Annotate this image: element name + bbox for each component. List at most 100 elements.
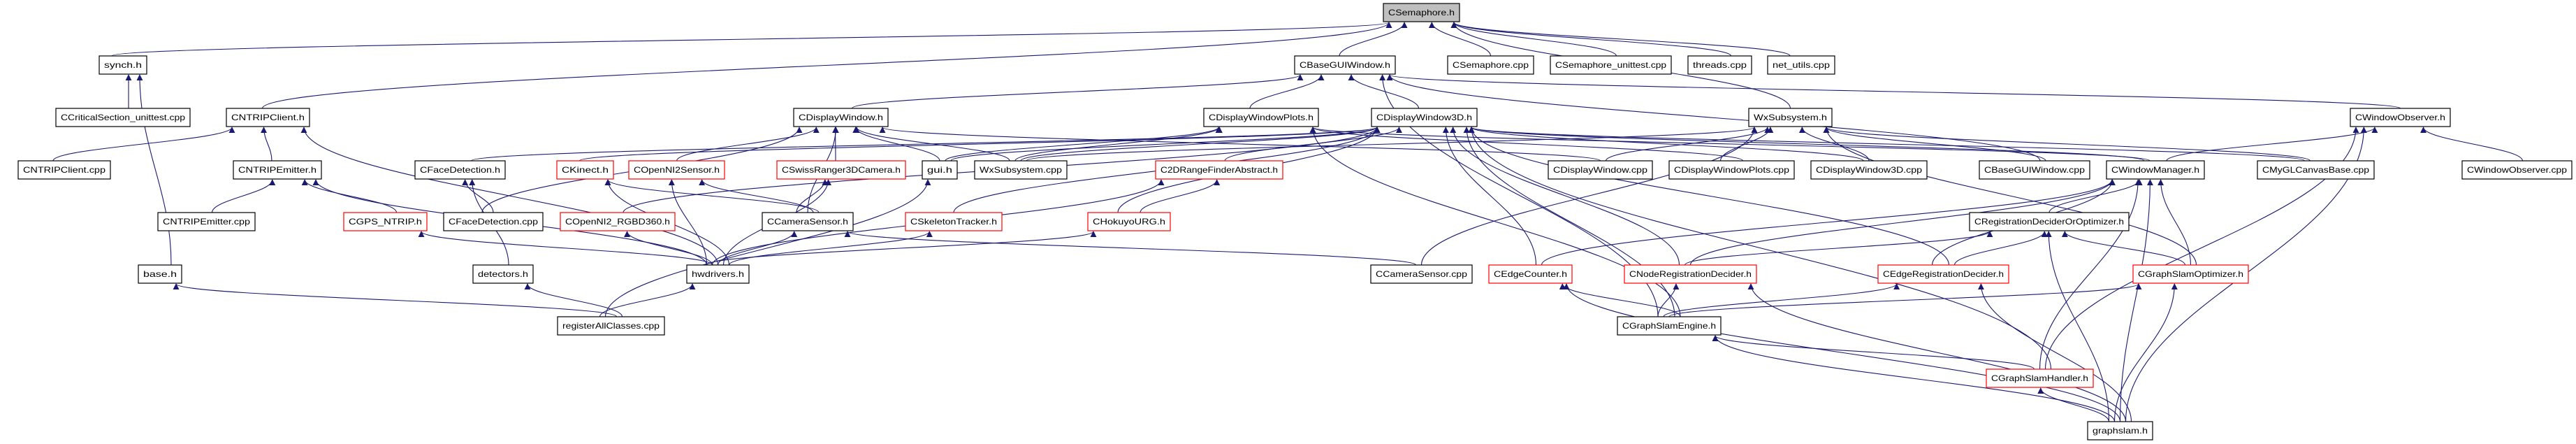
- node-box: [560, 212, 676, 231]
- node-box: [793, 108, 889, 127]
- node-ccriticalsection-unittest-cpp[interactable]: CCriticalSection_unittest.cpp: [55, 108, 191, 127]
- node-label: CFaceDetection.h: [420, 165, 500, 175]
- edge-cwindowmanager_h-to-cwindowobserver_h: [2166, 127, 2378, 162]
- node-cfacedetection-cpp[interactable]: CFaceDetection.cpp: [443, 212, 544, 231]
- node-box: [1687, 55, 1752, 75]
- node-cdisplaywindow3d-h[interactable]: CDisplayWindow3D.h: [1371, 108, 1478, 127]
- edge-hwdrivers_h-to-cgps_ntrip_h: [418, 231, 713, 266]
- node-cntripclient-h[interactable]: CNTRIPClient.h: [226, 108, 310, 127]
- node-copenni2sensor-h[interactable]: COpenNI2Sensor.h: [628, 160, 725, 180]
- node-wxsubsystem-cpp[interactable]: WxSubsystem.cpp: [974, 160, 1068, 180]
- node-label: threads.cpp: [1693, 60, 1747, 70]
- node-threads-cpp[interactable]: threads.cpp: [1687, 55, 1752, 75]
- node-box: [556, 160, 614, 180]
- edge-csemaphore_cpp-to-csemaphore_h: [1428, 22, 1492, 57]
- node-cwindowmanager-h[interactable]: CWindowManager.h: [2106, 160, 2205, 180]
- edge-hwdrivers_h-to-cskeletontracker_h: [728, 231, 933, 266]
- node-box: [1087, 212, 1171, 231]
- edge-chokuyourg_h-to-c2drangefinderabstract_h: [1140, 179, 1221, 213]
- node-cdisplaywindow3d-cpp[interactable]: CDisplayWindow3D.cpp: [1810, 160, 1928, 180]
- node-cgps-ntrip-h[interactable]: CGPS_NTRIP.h: [343, 212, 428, 231]
- node-box: [1548, 160, 1653, 180]
- node-graphslam-h[interactable]: graphslam.h: [2087, 421, 2153, 441]
- node-cdisplaywindowplots-cpp[interactable]: CDisplayWindowPlots.cpp: [1668, 160, 1795, 180]
- node-cbaseguiwindow-h[interactable]: CBaseGUIWindow.h: [1294, 55, 1396, 75]
- node-cnoderegistrationdecider-h[interactable]: CNodeRegistrationDecider.h: [1624, 264, 1757, 284]
- node-cdisplaywindowplots-h[interactable]: CDisplayWindowPlots.h: [1203, 108, 1319, 127]
- node-cedgeregistrationdecider-h[interactable]: CEdgeRegistrationDecider.h: [1877, 264, 2009, 284]
- node-cbaseguiwindow-cpp[interactable]: CBaseGUIWindow.cpp: [1979, 160, 2090, 180]
- edge-cgraphslamhandler_h-to-cgraphslamengine_h: [1712, 335, 2035, 370]
- node-label: CEdgeRegistrationDecider.h: [1883, 269, 2004, 279]
- node-c2drangefinderabstract-h[interactable]: C2DRangeFinderAbstract.h: [1155, 160, 1283, 180]
- node-box: [1550, 55, 1672, 75]
- node-box: [472, 264, 534, 284]
- node-label: WxSubsystem.cpp: [980, 165, 1062, 175]
- node-cntripemitter-cpp[interactable]: CNTRIPEmitter.cpp: [157, 212, 256, 231]
- node-synch-h[interactable]: synch.h: [99, 55, 147, 75]
- edge-cedgeregistrationdecider_h-to-cregistrationdecideroroptimizer_h: [1953, 231, 2048, 266]
- node-cwindowobserver-cpp[interactable]: CWindowObserver.cpp: [2461, 160, 2573, 180]
- edge-cntripclient_h-to-csemaphore_h: [261, 22, 1392, 109]
- edge-cdisplaywindow3d_cpp-to-wxsubsystem_h: [1798, 127, 1870, 162]
- node-box: [2461, 160, 2573, 180]
- edge-ccamerasensor_h-to-ckinect_h: [604, 179, 820, 213]
- node-registerallclasses-cpp[interactable]: registerAllClasses.cpp: [557, 316, 665, 336]
- edge-registerallclasses_cpp-to-gui_h: [604, 179, 931, 317]
- node-csemaphore-cpp[interactable]: CSemaphore.cpp: [1447, 55, 1534, 75]
- node-box: [226, 108, 310, 127]
- node-box: [557, 316, 665, 336]
- node-base-h[interactable]: base.h: [138, 264, 182, 284]
- node-csemaphore-h[interactable]: CSemaphore.h: [1383, 3, 1460, 22]
- node-box: [343, 212, 428, 231]
- node-detectors-h[interactable]: detectors.h: [472, 264, 534, 284]
- node-cntripemitter-h[interactable]: CNTRIPEmitter.h: [233, 160, 322, 180]
- node-label: CCriticalSection_unittest.cpp: [61, 113, 185, 122]
- edge-ckinect_h-to-cdisplaywindow3d_h: [578, 127, 1381, 162]
- node-cswissranger3dcamera-h[interactable]: CSwissRanger3DCamera.h: [776, 160, 906, 180]
- node-cfacedetection-h[interactable]: CFaceDetection.h: [414, 160, 506, 180]
- edge-threads_cpp-to-csemaphore_h: [1450, 22, 1732, 57]
- edge-cdisplaywindow3d_cpp-to-cdisplaywindow3d_h: [1468, 127, 1864, 162]
- node-label: COpenNI2Sensor.h: [634, 165, 720, 175]
- edges-layer: [52, 22, 2524, 422]
- node-box: [1488, 264, 1573, 284]
- node-cgraphslamengine-h[interactable]: CGraphSlamEngine.h: [1617, 316, 1722, 336]
- node-chokuyourg-h[interactable]: CHokuyoURG.h: [1087, 212, 1171, 231]
- edge-wxsubsystem_cpp-to-wxsubsystem_h: [1026, 127, 1758, 162]
- node-box: [2106, 160, 2205, 180]
- node-hwdrivers-h[interactable]: hwdrivers.h: [686, 264, 750, 284]
- node-cgraphslamoptimizer-h[interactable]: CGraphSlamOptimizer.h: [2132, 264, 2249, 284]
- edge-cgraphslamhandler_h-to-cdisplaywindow3d_h: [1468, 127, 2052, 370]
- node-ccamerasensor-cpp[interactable]: CCameraSensor.cpp: [1370, 264, 1473, 284]
- node-wxsubsystem-h[interactable]: WxSubsystem.h: [1748, 108, 1833, 127]
- edge-cedgecounter_h-to-cwindowmanager_h: [1541, 179, 2116, 266]
- node-cregistrationdecideroroptimizer-h[interactable]: CRegistrationDeciderOrOptimizer.h: [1969, 212, 2130, 231]
- node-cwindowobserver-h[interactable]: CWindowObserver.h: [2350, 108, 2451, 127]
- node-label: CNTRIPEmitter.cpp: [163, 217, 250, 227]
- node-cedgecounter-h[interactable]: CEdgeCounter.h: [1488, 264, 1573, 284]
- node-csemaphore-unittest-cpp[interactable]: CSemaphore_unittest.cpp: [1550, 55, 1672, 75]
- node-cskeletontracker-h[interactable]: CSkeletonTracker.h: [905, 212, 1003, 231]
- node-copenni2-rgbd360-h[interactable]: COpenNI2_RGBD360.h: [560, 212, 676, 231]
- node-ccamerasensor-h[interactable]: CCameraSensor.h: [762, 212, 854, 231]
- node-cmyglcanvasbase-cpp[interactable]: CMyGLCanvasBase.cpp: [2257, 160, 2375, 180]
- node-cntripclient-cpp[interactable]: CNTRIPClient.cpp: [17, 160, 111, 180]
- node-label: CGraphSlamOptimizer.h: [2138, 269, 2243, 279]
- node-gui-h[interactable]: gui.h: [922, 160, 958, 180]
- node-label: CFaceDetection.cpp: [449, 217, 538, 227]
- node-box: [2350, 108, 2451, 127]
- node-cdisplaywindow-h[interactable]: CDisplayWindow.h: [793, 108, 889, 127]
- node-label: CDisplayWindow.cpp: [1553, 165, 1647, 175]
- edge-hwdrivers_h-to-cntripclient_h: [300, 127, 719, 266]
- edge-cgraphslamoptimizer_h-to-wxsubsystem_h: [1823, 127, 2197, 266]
- edge-graphslam_h-to-cwindowmanager_h: [2119, 179, 2153, 422]
- node-box: [55, 108, 191, 127]
- node-cdisplaywindow-cpp[interactable]: CDisplayWindow.cpp: [1548, 160, 1653, 180]
- node-cgraphslamhandler-h[interactable]: CGraphSlamHandler.h: [1986, 368, 2094, 388]
- edge-graphslam_h-to-cgraphslamengine_h: [1712, 335, 2116, 422]
- node-label: CGPS_NTRIP.h: [349, 217, 422, 227]
- node-ckinect-h[interactable]: CKinect.h: [556, 160, 614, 180]
- node-net-utils-cpp[interactable]: net_utils.cpp: [1767, 55, 1835, 75]
